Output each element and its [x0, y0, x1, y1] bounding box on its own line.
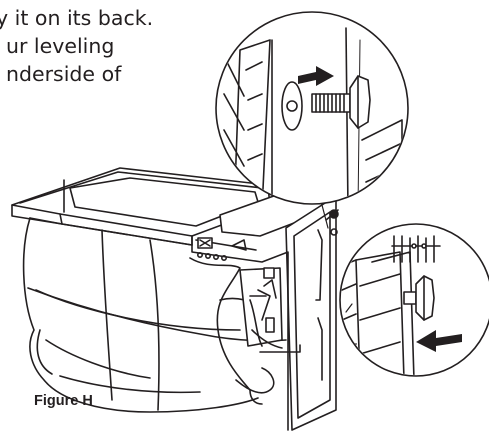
packaging-bag: [22, 217, 287, 413]
arrow-right-icon: [298, 66, 334, 86]
arrow-left-icon: [416, 330, 462, 352]
instruction-line-1: y it on its back.: [0, 6, 154, 30]
detail-remove-leg: [215, 11, 409, 229]
instruction-line-3: nderside of: [6, 62, 122, 86]
figure-caption: Figure H: [34, 393, 93, 409]
detail-insert-leg: [339, 223, 489, 377]
instruction-line-2: ur leveling: [6, 34, 115, 58]
instruction-text: y it on its back. ur leveling nderside o…: [0, 4, 220, 88]
appliance-body: [11, 167, 339, 431]
interior-mechanism: [239, 267, 301, 353]
